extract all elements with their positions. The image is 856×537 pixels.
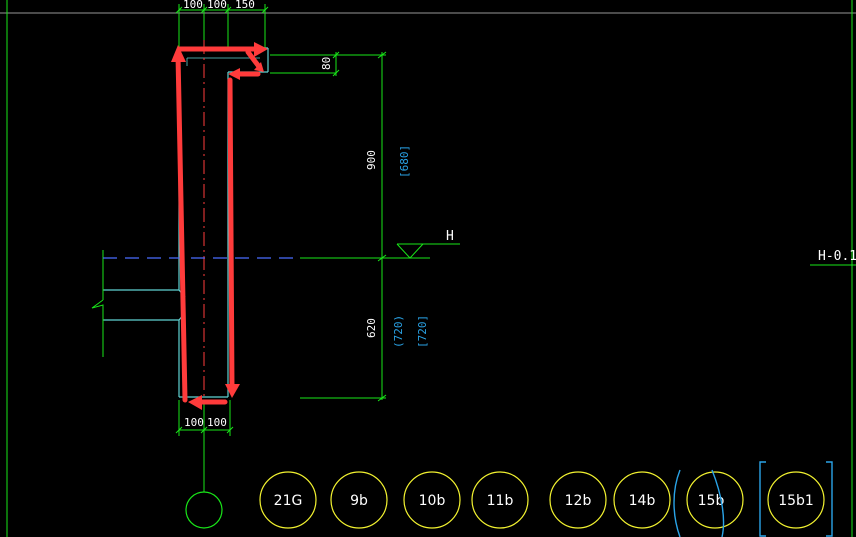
slab-break-line: [91, 250, 104, 357]
upper-dim: 900: [365, 150, 378, 170]
top-dimension-chain: 100 100 150: [175, 0, 269, 50]
right-dimension-chain: [270, 51, 387, 402]
top-dim-1: 100: [183, 0, 203, 11]
bottom-dimension-chain: 100 100: [175, 400, 234, 492]
lower-alt-dim-2: [720]: [416, 315, 429, 348]
rebar-annotations: [175, 46, 263, 405]
circle-label-12b: 12b: [565, 493, 592, 509]
circle-label-9b: 9b: [350, 493, 368, 509]
grid-circle-10b[interactable]: 10b: [403, 471, 461, 529]
grid-circle-21G[interactable]: 21G: [259, 471, 317, 529]
bottom-dim-2: 100: [207, 416, 227, 429]
freehand-marks: [673, 461, 833, 537]
grid-circle-11b[interactable]: 11b: [471, 471, 529, 529]
top-dim-3: 150: [235, 0, 255, 11]
circle-label-21G: 21G: [274, 493, 303, 509]
rebar-arrow-heads: [171, 42, 268, 410]
circle-label-11b: 11b: [487, 493, 514, 509]
grid-circle-12b[interactable]: 12b: [549, 471, 607, 529]
right-level-label: H-0.17: [818, 249, 856, 264]
grid-circle-14b[interactable]: 14b: [613, 471, 671, 529]
level-symbol: [396, 243, 460, 259]
circle-label-14b: 14b: [629, 493, 656, 509]
circle-label-10b: 10b: [419, 493, 446, 509]
grid-circle-15b1[interactable]: 15b1: [767, 471, 825, 529]
bottom-dim-1: 100: [184, 416, 204, 429]
grid-circle-row: 21G 9b 10b 11b 12b 14b 15b 15b1: [259, 471, 825, 529]
lower-dim: 620: [365, 318, 378, 338]
offset-dim: 80: [320, 57, 333, 70]
top-dim-2: 100: [207, 0, 227, 11]
axis-bubble: [185, 491, 223, 529]
circle-label-15b: 15b: [698, 493, 725, 509]
grid-circle-15b[interactable]: 15b: [686, 471, 744, 529]
lower-alt-dim-1: (720): [392, 315, 405, 348]
level-label: H: [446, 229, 454, 244]
circle-label-15b1: 15b1: [778, 493, 814, 509]
grid-circle-9b[interactable]: 9b: [330, 471, 388, 529]
upper-alt-dim: [680]: [398, 145, 411, 178]
